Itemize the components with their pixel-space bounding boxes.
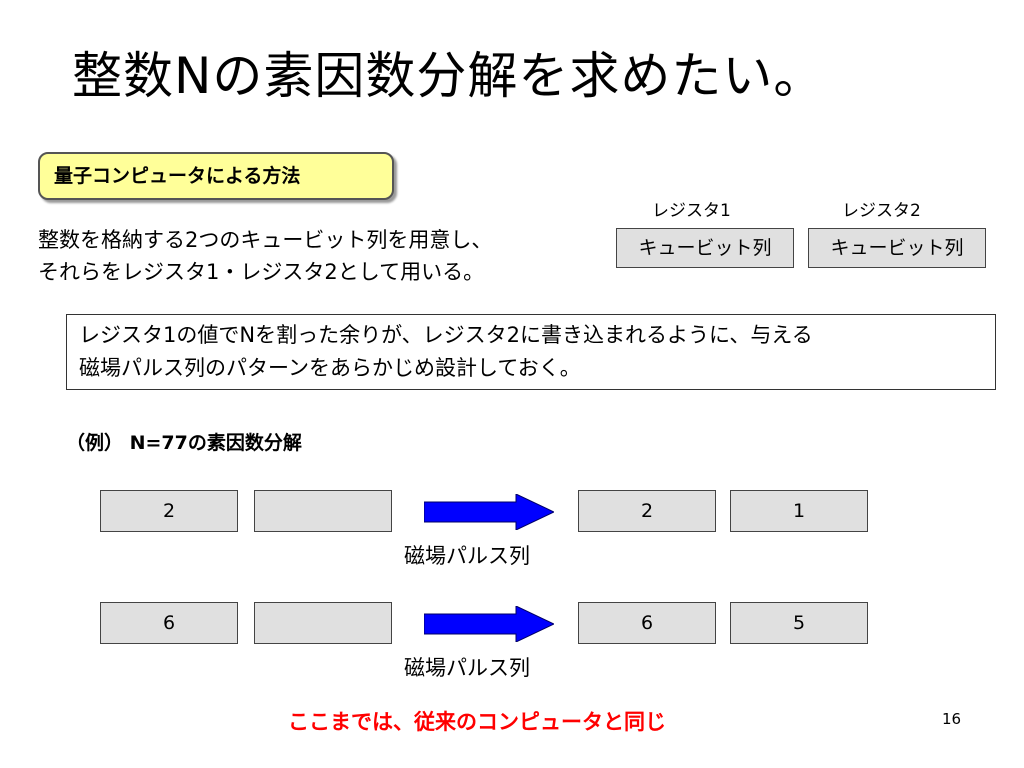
register-1-qubit-box: キュービット列 [616, 228, 794, 268]
note-line-1: レジスタ1の値でNを割った余りが、レジスタ2に書き込まれるように、与える [79, 323, 813, 347]
example-1-before-register-2 [254, 490, 392, 532]
page-number: 16 [942, 710, 962, 728]
register-2-qubit-box: キュービット列 [808, 228, 986, 268]
example-1-pulse-label: 磁場パルス列 [404, 544, 530, 568]
example-1-before-register-1: 2 [100, 490, 238, 532]
example-2-before-register-2 [254, 602, 392, 644]
example-2-after-register-2: 5 [730, 602, 868, 644]
arrow-right-icon [424, 494, 554, 530]
register-1-label: レジスタ1 [652, 201, 731, 221]
example-1-after-register-2: 1 [730, 490, 868, 532]
design-note-box: レジスタ1の値でNを割った余りが、レジスタ2に書き込まれるように、与える 磁場パ… [66, 314, 996, 390]
example-2-after-register-1: 6 [578, 602, 716, 644]
register-2-label: レジスタ2 [842, 201, 921, 221]
example-2-before-register-1: 6 [100, 602, 238, 644]
description-line-2: それらをレジスタ1・レジスタ2として用いる。 [38, 260, 485, 284]
description-line-1: 整数を格納する2つのキュービット列を用意し、 [38, 228, 493, 252]
method-badge: 量子コンピュータによる方法 [38, 152, 394, 200]
slide-title: 整数Nの素因数分解を求めたい。 [72, 47, 825, 105]
note-line-2: 磁場パルス列のパターンをあらかじめ設計しておく。 [79, 356, 581, 380]
footer-note: ここまでは、従来のコンピュータと同じ [288, 710, 666, 734]
example-title: （例） N=77の素因数分解 [66, 432, 302, 454]
example-2-pulse-label: 磁場パルス列 [404, 656, 530, 680]
example-1-after-register-1: 2 [578, 490, 716, 532]
arrow-right-icon [424, 606, 554, 642]
